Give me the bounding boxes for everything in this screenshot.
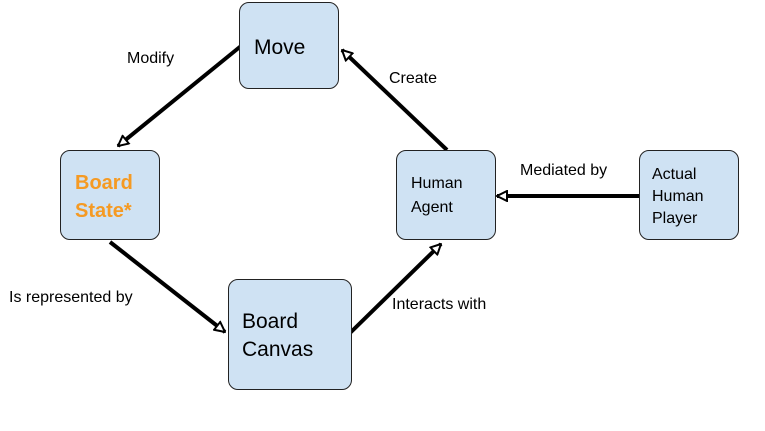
node-board-state-line1: Board (75, 172, 133, 194)
node-actual-player-line2: Human (652, 188, 704, 205)
edge-label-interacts-with: Interacts with (392, 296, 487, 313)
node-actual-player-line3: Player (652, 210, 698, 227)
node-human-agent[interactable]: Human Agent (396, 150, 496, 240)
edge-create (342, 50, 449, 152)
node-move[interactable]: Move (239, 2, 339, 89)
edge-is-represented-by (108, 240, 225, 334)
node-board-state-line2: State* (75, 200, 132, 222)
node-move-label: Move (254, 36, 306, 59)
node-human-agent-line2: Agent (411, 199, 453, 216)
node-board-canvas-line1: Board (242, 310, 299, 333)
node-board-canvas-line2: Canvas (242, 338, 314, 361)
node-board-canvas[interactable]: Board Canvas (228, 279, 352, 390)
edge-label-create: Create (389, 70, 438, 87)
node-human-agent-line1: Human (411, 175, 463, 192)
edge-modify (118, 44, 243, 148)
node-actual-player-line1: Actual (652, 166, 697, 183)
edge-interacts-with (348, 244, 441, 335)
edge-label-modify: Modify (127, 50, 175, 67)
node-actual-human-player[interactable]: Actual Human Player (639, 150, 739, 240)
edge-label-mediated-by: Mediated by (520, 162, 608, 179)
edge-label-is-represented-by: Is represented by (9, 289, 133, 306)
node-board-state[interactable]: Board State* (60, 150, 160, 240)
